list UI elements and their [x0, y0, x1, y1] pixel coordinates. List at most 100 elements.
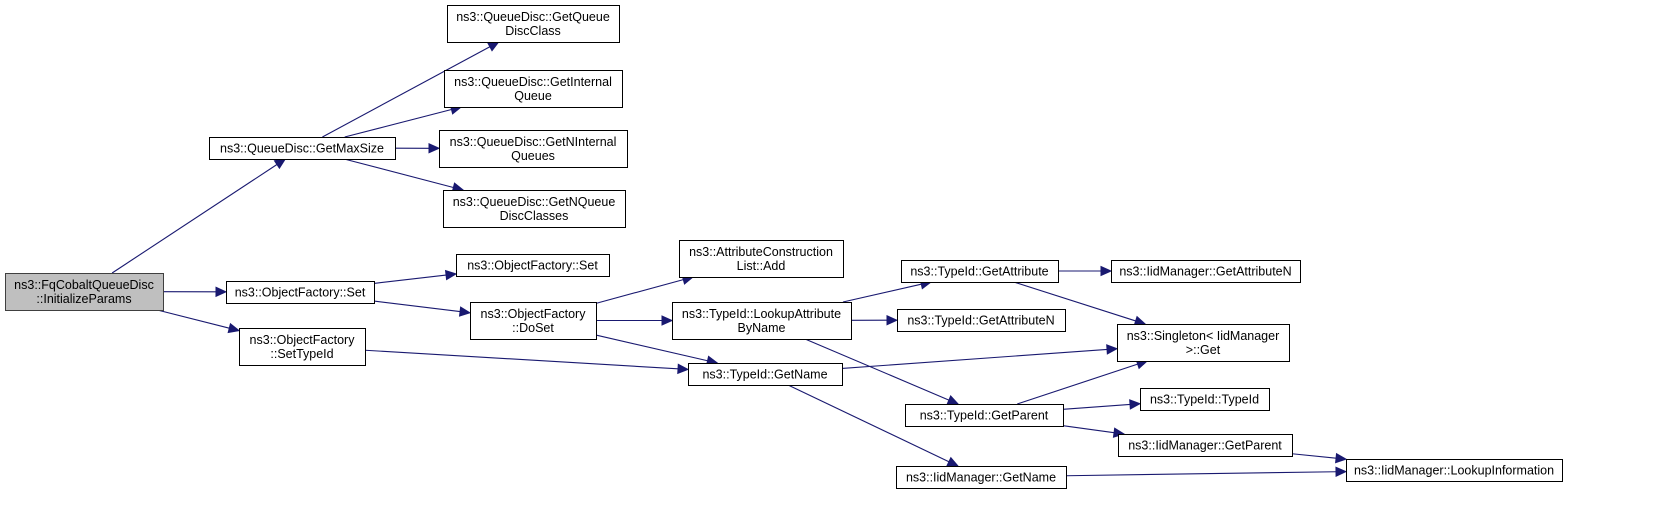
arrowhead-icon: [677, 363, 690, 375]
edge-of_set_a-to-of_set_b: [373, 269, 458, 284]
nodes-layer: ns3::FqCobaltQueueDisc::InitializeParams…: [5, 5, 1563, 489]
arrowhead-icon: [444, 269, 458, 281]
edge-line: [344, 158, 454, 189]
node-label: Queue: [514, 89, 552, 103]
node-tid-getname[interactable]: ns3::TypeId::GetName: [688, 363, 843, 386]
edge-line: [595, 279, 684, 304]
arrowhead-icon: [1133, 315, 1147, 326]
node-label: ns3::IidManager::LookupInformation: [1354, 464, 1554, 478]
node-box: [1346, 459, 1563, 482]
edge-line: [111, 164, 278, 274]
node-label: ns3::Singleton< IidManager: [1127, 329, 1280, 343]
node-box: [896, 466, 1067, 489]
node-label: ns3::IidManager::GetName: [906, 471, 1056, 485]
node-label: ns3::ObjectFactory::Set: [235, 286, 366, 300]
node-box: [226, 281, 375, 304]
arrowhead-icon: [1106, 344, 1119, 355]
arrowhead-icon: [273, 158, 287, 170]
arrowhead-icon: [227, 322, 241, 334]
node-label: ns3::QueueDisc::GetNQueue: [453, 195, 616, 209]
edge-iid_getparent-to-iid_lookupinfo: [1291, 452, 1348, 464]
edge-tid_getparent-to-iid_getparent: [1062, 425, 1126, 438]
edge-line: [1017, 363, 1138, 405]
node-box: [1140, 388, 1270, 411]
edge-line: [1291, 453, 1337, 459]
node-label: ns3::TypeId::GetAttributeN: [907, 314, 1054, 328]
node-of-settypeid[interactable]: ns3::ObjectFactory::SetTypeId: [239, 328, 366, 366]
node-label: List::Add: [737, 259, 786, 273]
edge-line: [787, 384, 950, 463]
node-box: [679, 240, 844, 278]
node-tid-getattribute[interactable]: ns3::TypeId::GetAttribute: [901, 260, 1059, 283]
node-label: ::SetTypeId: [270, 347, 333, 361]
edge-of_settypeid-to-tid_getname: [364, 349, 690, 375]
node-label: ::InitializeParams: [36, 292, 131, 306]
node-box: [470, 302, 597, 340]
node-box: [447, 5, 620, 43]
edge-initparams-to-getmaxsize: [111, 158, 287, 274]
node-initparams[interactable]: ns3::FqCobaltQueueDisc::InitializeParams: [5, 273, 164, 311]
node-singleton-get[interactable]: ns3::Singleton< IidManager>::Get: [1117, 324, 1290, 362]
node-tid-getattributen[interactable]: ns3::TypeId::GetAttributeN: [897, 309, 1066, 332]
node-getmaxsize[interactable]: ns3::QueueDisc::GetMaxSize: [209, 137, 396, 160]
node-of-set-b[interactable]: ns3::ObjectFactory::Set: [456, 254, 610, 277]
edge-line: [157, 309, 230, 329]
node-label: ns3::QueueDisc::GetQueue: [456, 10, 610, 24]
node-tid-typeid[interactable]: ns3::TypeId::TypeId: [1140, 388, 1270, 411]
node-label: ::DoSet: [512, 321, 554, 335]
edge-line: [804, 338, 950, 401]
node-label: ns3::FqCobaltQueueDisc: [14, 278, 154, 292]
arrowhead-icon: [946, 456, 960, 467]
edge-line: [364, 349, 679, 370]
node-label: >::Get: [1186, 343, 1221, 357]
edge-tid_getattribute-to-iid_getattributen: [1058, 265, 1113, 277]
edge-line: [344, 108, 452, 138]
arrowhead-icon: [428, 143, 441, 154]
edge-line: [1065, 471, 1337, 477]
node-label: DiscClass: [505, 24, 561, 38]
node-label: DiscClasses: [500, 209, 569, 223]
node-of-doset[interactable]: ns3::ObjectFactory::DoSet: [470, 302, 597, 340]
node-label: ns3::IidManager::GetParent: [1128, 439, 1282, 453]
node-tid-getparent[interactable]: ns3::TypeId::GetParent: [905, 404, 1064, 427]
node-iid-getparent[interactable]: ns3::IidManager::GetParent: [1118, 434, 1293, 457]
node-box: [901, 260, 1059, 283]
arrowhead-icon: [886, 314, 899, 326]
node-box: [1111, 260, 1301, 283]
node-iid-lookupinfo[interactable]: ns3::IidManager::LookupInformation: [1346, 459, 1563, 482]
node-box: [1117, 324, 1290, 362]
edge-initparams-to-of_settypeid: [157, 309, 241, 334]
edge-iid_getname-to-iid_lookupinfo: [1065, 466, 1348, 478]
node-of-set-a[interactable]: ns3::ObjectFactory::Set: [226, 281, 375, 304]
node-box: [456, 254, 610, 277]
node-label: ns3::ObjectFactory: [481, 307, 587, 321]
edge-tid_getname-to-iid_getname: [787, 384, 960, 467]
arrowhead-icon: [215, 286, 228, 298]
node-box: [444, 70, 623, 108]
edge-line: [373, 274, 447, 284]
edge-line: [1062, 403, 1131, 410]
node-box: [439, 130, 628, 168]
node-label: ns3::ObjectFactory::Set: [467, 259, 598, 273]
arrowhead-icon: [486, 41, 500, 52]
node-box: [5, 273, 164, 311]
edge-of_set_a-to-of_doset: [373, 300, 472, 317]
arrowhead-icon: [1129, 399, 1142, 410]
node-iid-getname[interactable]: ns3::IidManager::GetName: [896, 466, 1067, 489]
node-label: ns3::TypeId::GetAttribute: [910, 265, 1048, 279]
edge-getmaxsize-to-getninternalqueues: [394, 143, 441, 154]
node-box: [239, 328, 366, 366]
edge-line: [1062, 425, 1115, 434]
node-label: ByName: [738, 321, 786, 335]
node-label: ns3::TypeId::TypeId: [1150, 393, 1259, 407]
node-iid-getattributen[interactable]: ns3::IidManager::GetAttributeN: [1111, 260, 1301, 283]
edge-line: [1013, 281, 1136, 322]
edge-lookupattr-to-tid_getattribute: [842, 279, 933, 303]
